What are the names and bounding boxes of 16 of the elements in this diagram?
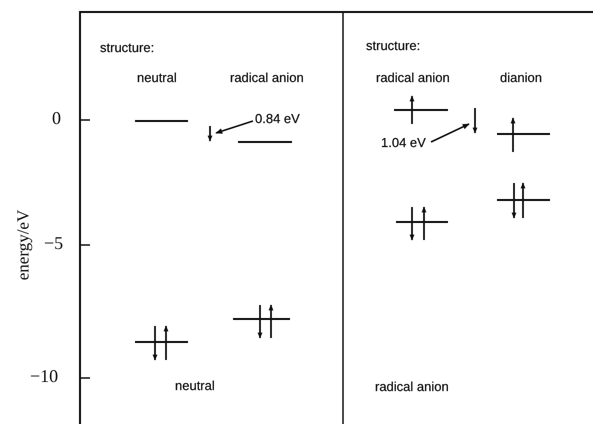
structure-name: radical anion (376, 70, 450, 85)
structure-heading: structure: (366, 38, 420, 53)
structure-name: radical anion (230, 70, 304, 85)
axis-title: energy/eV (13, 210, 34, 280)
leader-line (215, 120, 254, 134)
panel-caption: radical anion (375, 379, 449, 394)
structure-name: dianion (500, 70, 542, 85)
energy-gap-label: 1.04 eV (381, 135, 426, 150)
energy-gap-label: 0.84 eV (255, 111, 300, 126)
axis-tick-label: −10 (30, 366, 58, 387)
axis-tick-label: −5 (44, 233, 64, 254)
structure-name: neutral (137, 70, 177, 85)
leader-line (430, 123, 470, 143)
structure-heading: structure: (100, 40, 154, 55)
panel-caption: neutral (175, 378, 215, 393)
axis-tick-label: 0 (52, 108, 61, 129)
